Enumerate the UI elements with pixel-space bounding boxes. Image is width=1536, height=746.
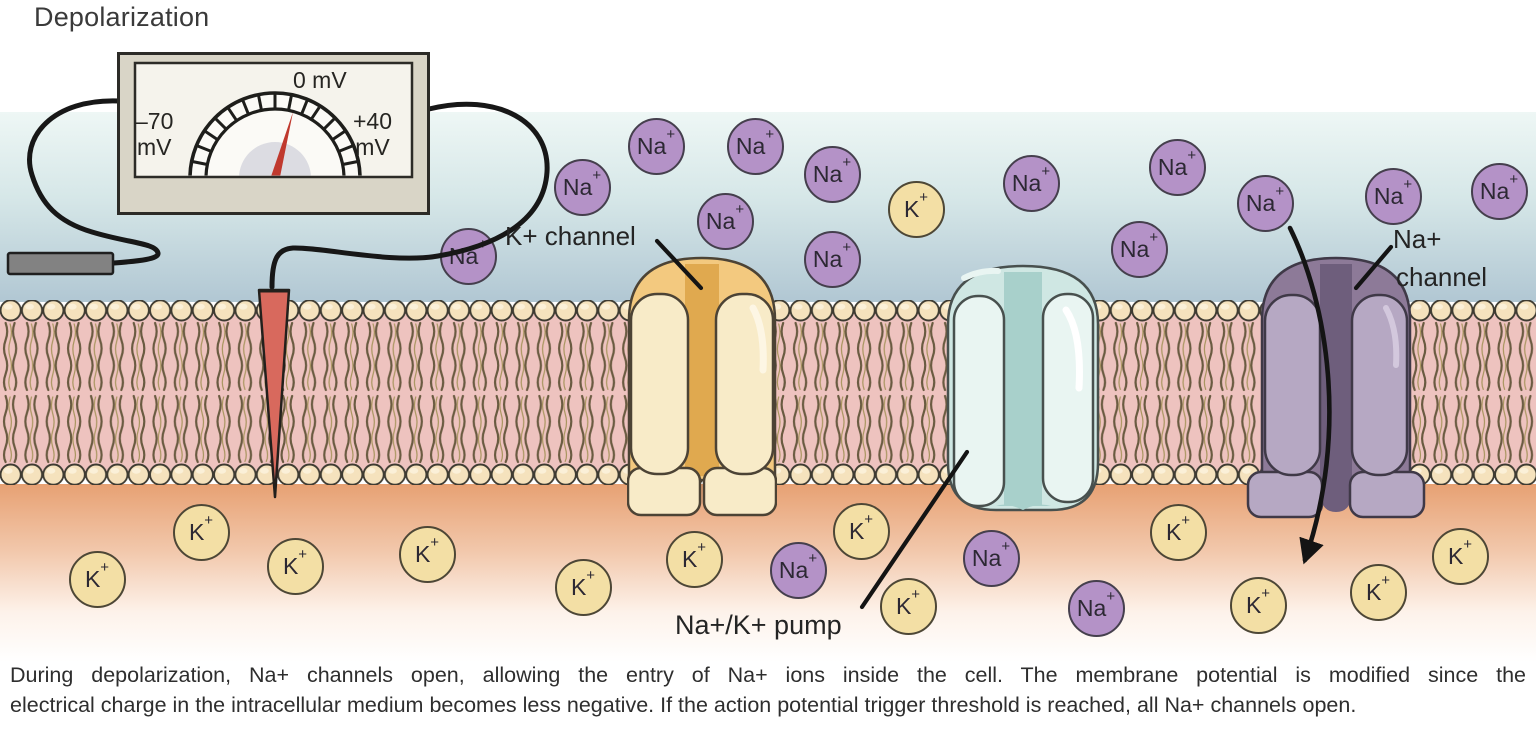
voltmeter: 0 mV –70 mV +40 mV [117, 52, 430, 215]
caption: During depolarization, Na+ channels open… [10, 660, 1526, 720]
caption-line-2: electrical charge in the intracellular m… [10, 693, 1357, 717]
gauge-scale-left: –70 mV [135, 108, 174, 160]
gauge-scale-right: +40 mV [353, 108, 393, 160]
k-channel-protein [627, 256, 777, 517]
gauge-scale-top: 0 mV [293, 67, 347, 93]
na-channel-label-line2: channel [1396, 262, 1488, 292]
caption-line-1: During depolarization, Na+ channels open… [10, 663, 1526, 687]
k-channel-label: K+ channel [505, 221, 636, 251]
na-k-pump-label: Na+/K+ pump [675, 610, 842, 640]
na-channel-label-line1: Na+ [1393, 224, 1442, 254]
page-title: Depolarization [34, 2, 210, 32]
gauge-dial [188, 91, 362, 176]
na-k-pump-protein [946, 264, 1100, 512]
